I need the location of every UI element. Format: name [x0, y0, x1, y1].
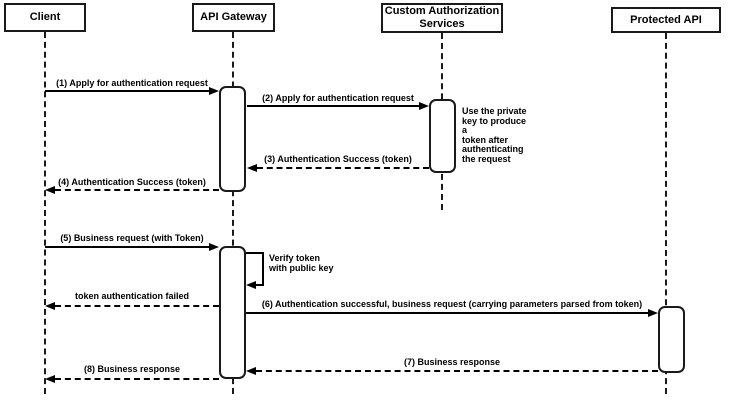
participant-api-gateway: API Gateway [192, 3, 275, 32]
message-6-line [246, 312, 650, 314]
message-3-line [257, 167, 429, 169]
activation-api-gateway-business [219, 246, 246, 379]
participant-protected-api-label: Protected API [630, 13, 702, 26]
activation-protected-api [658, 306, 685, 373]
message-1-label: (1) Apply for authentication request [56, 78, 208, 88]
self-message-bottom-line [256, 284, 264, 286]
message-4-line [55, 189, 219, 191]
message-5-label: (5) Business request (with Token) [60, 233, 204, 243]
participant-api-gateway-label: API Gateway [200, 11, 267, 23]
message-7-arrowhead-icon [246, 367, 256, 375]
note-private-key: Use the private key to produce a token a… [462, 106, 527, 164]
message-5-arrowhead-icon [209, 243, 219, 251]
self-message-top-line [246, 252, 264, 254]
lifeline-protected-api [665, 33, 667, 394]
self-message-arrowhead-icon [246, 281, 256, 289]
participant-custom-authorization-services: Custom Authorization Services [381, 3, 503, 33]
message-7-label: (7) Business response [403, 357, 501, 367]
participant-protected-api: Protected API [611, 7, 721, 33]
message-8-line [55, 378, 219, 380]
message-1-arrowhead-icon [209, 87, 219, 95]
activation-custom-authorization-services [429, 99, 456, 173]
message-6-label: (6) Authentication successful, business … [261, 299, 643, 309]
self-message-right-line [262, 252, 264, 286]
message-7-line [256, 370, 658, 372]
participant-client-label: Client [29, 11, 61, 23]
lifeline-client [44, 32, 46, 394]
message-token-failed-arrowhead-icon [45, 302, 55, 310]
activation-api-gateway-auth [219, 86, 246, 192]
message-8-arrowhead-icon [45, 375, 55, 383]
message-4-label: (4) Authentication Success (token) [58, 177, 206, 187]
message-2-label: (2) Apply for authentication request [262, 93, 414, 103]
message-3-label: (3) Authentication Success (token) [264, 154, 412, 164]
message-5-line [45, 246, 211, 248]
self-message-label: Verify token with public key [269, 253, 334, 273]
participant-custom-authorization-services-label: Custom Authorization Services [384, 5, 500, 30]
message-8-label: (8) Business response [83, 364, 181, 374]
message-6-arrowhead-icon [648, 309, 658, 317]
participant-client: Client [4, 3, 86, 32]
message-2-line [247, 105, 421, 107]
message-3-arrowhead-icon [247, 164, 257, 172]
message-token-failed-label: token authentication failed [74, 291, 189, 301]
message-4-arrowhead-icon [45, 186, 55, 194]
message-1-line [45, 90, 211, 92]
lifeline-api-gateway [232, 32, 234, 394]
message-token-failed-line [55, 305, 219, 307]
message-2-arrowhead-icon [419, 102, 429, 110]
